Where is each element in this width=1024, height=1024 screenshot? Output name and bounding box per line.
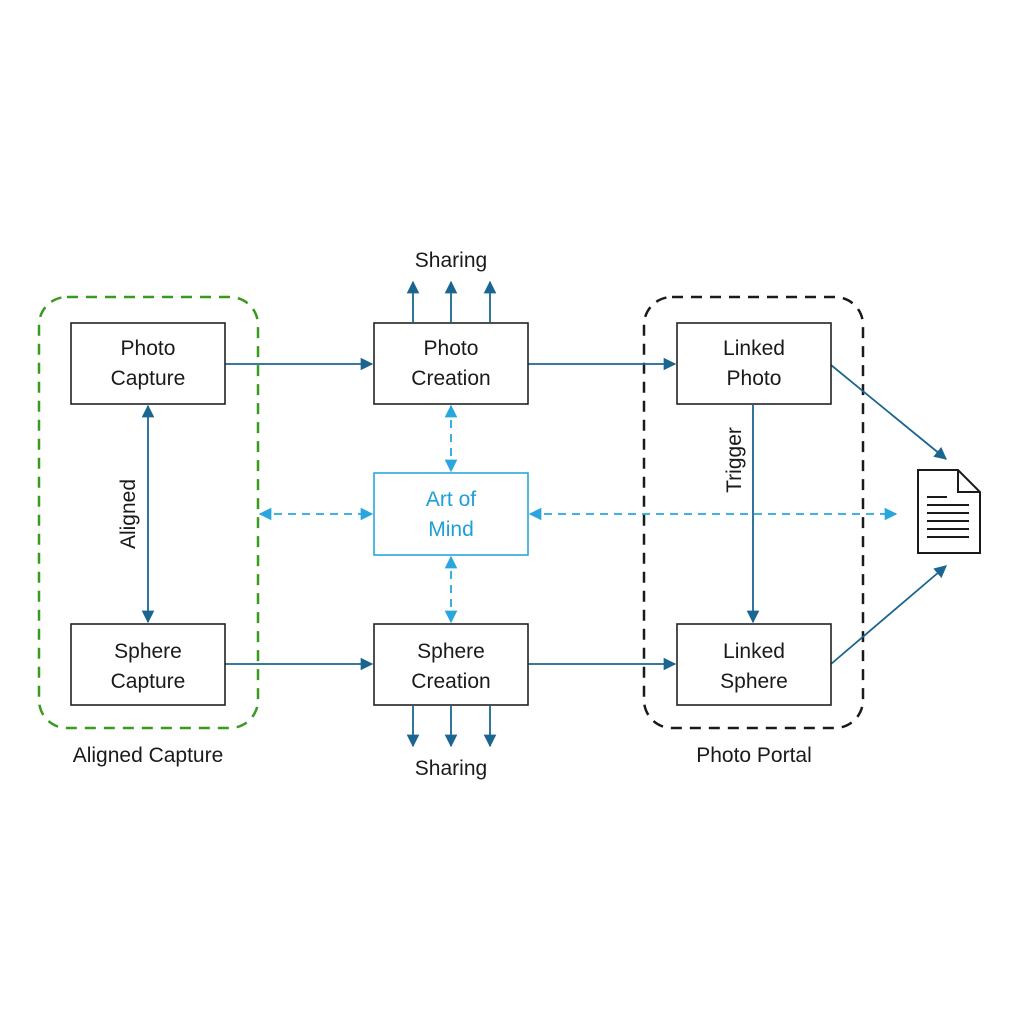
aligned-label: Aligned	[117, 479, 140, 549]
node-label-line2: Mind	[428, 518, 474, 541]
node-linked-photo: Linked Photo	[676, 322, 832, 405]
trigger-label: Trigger	[723, 427, 746, 493]
node-sphere-creation: Sphere Creation	[373, 623, 529, 706]
group-label-photo-portal: Photo Portal	[696, 744, 812, 767]
node-art-of-mind: Art of Mind	[373, 472, 529, 556]
node-label-line1: Sphere	[417, 640, 485, 663]
node-label-line2: Photo	[727, 367, 782, 390]
node-label-line1: Photo	[424, 337, 479, 360]
node-photo-capture: Photo Capture	[70, 322, 226, 405]
node-linked-sphere: Linked Sphere	[676, 623, 832, 706]
group-photo-portal	[642, 295, 865, 730]
node-label-line2: Sphere	[720, 670, 788, 693]
node-sphere-capture: Sphere Capture	[70, 623, 226, 706]
node-label-line1: Sphere	[114, 640, 182, 663]
group-label-aligned-capture: Aligned Capture	[73, 744, 224, 767]
edge-linked-sphere-to-document	[830, 565, 947, 665]
node-label-line1: Photo	[121, 337, 176, 360]
node-photo-creation: Photo Creation	[373, 322, 529, 405]
sharing-label-bottom: Sharing	[415, 757, 487, 780]
node-label-line2: Capture	[111, 670, 186, 693]
node-label-line2: Creation	[411, 670, 490, 693]
node-label-line1: Art of	[426, 488, 476, 511]
node-label-line2: Capture	[111, 367, 186, 390]
group-aligned-capture	[37, 295, 260, 730]
edge-linked-photo-to-document	[830, 364, 947, 460]
document-icon	[917, 469, 981, 554]
sharing-label-top: Sharing	[415, 249, 487, 272]
node-label-line1: Linked	[723, 337, 785, 360]
node-label-line1: Linked	[723, 640, 785, 663]
node-label-line2: Creation	[411, 367, 490, 390]
